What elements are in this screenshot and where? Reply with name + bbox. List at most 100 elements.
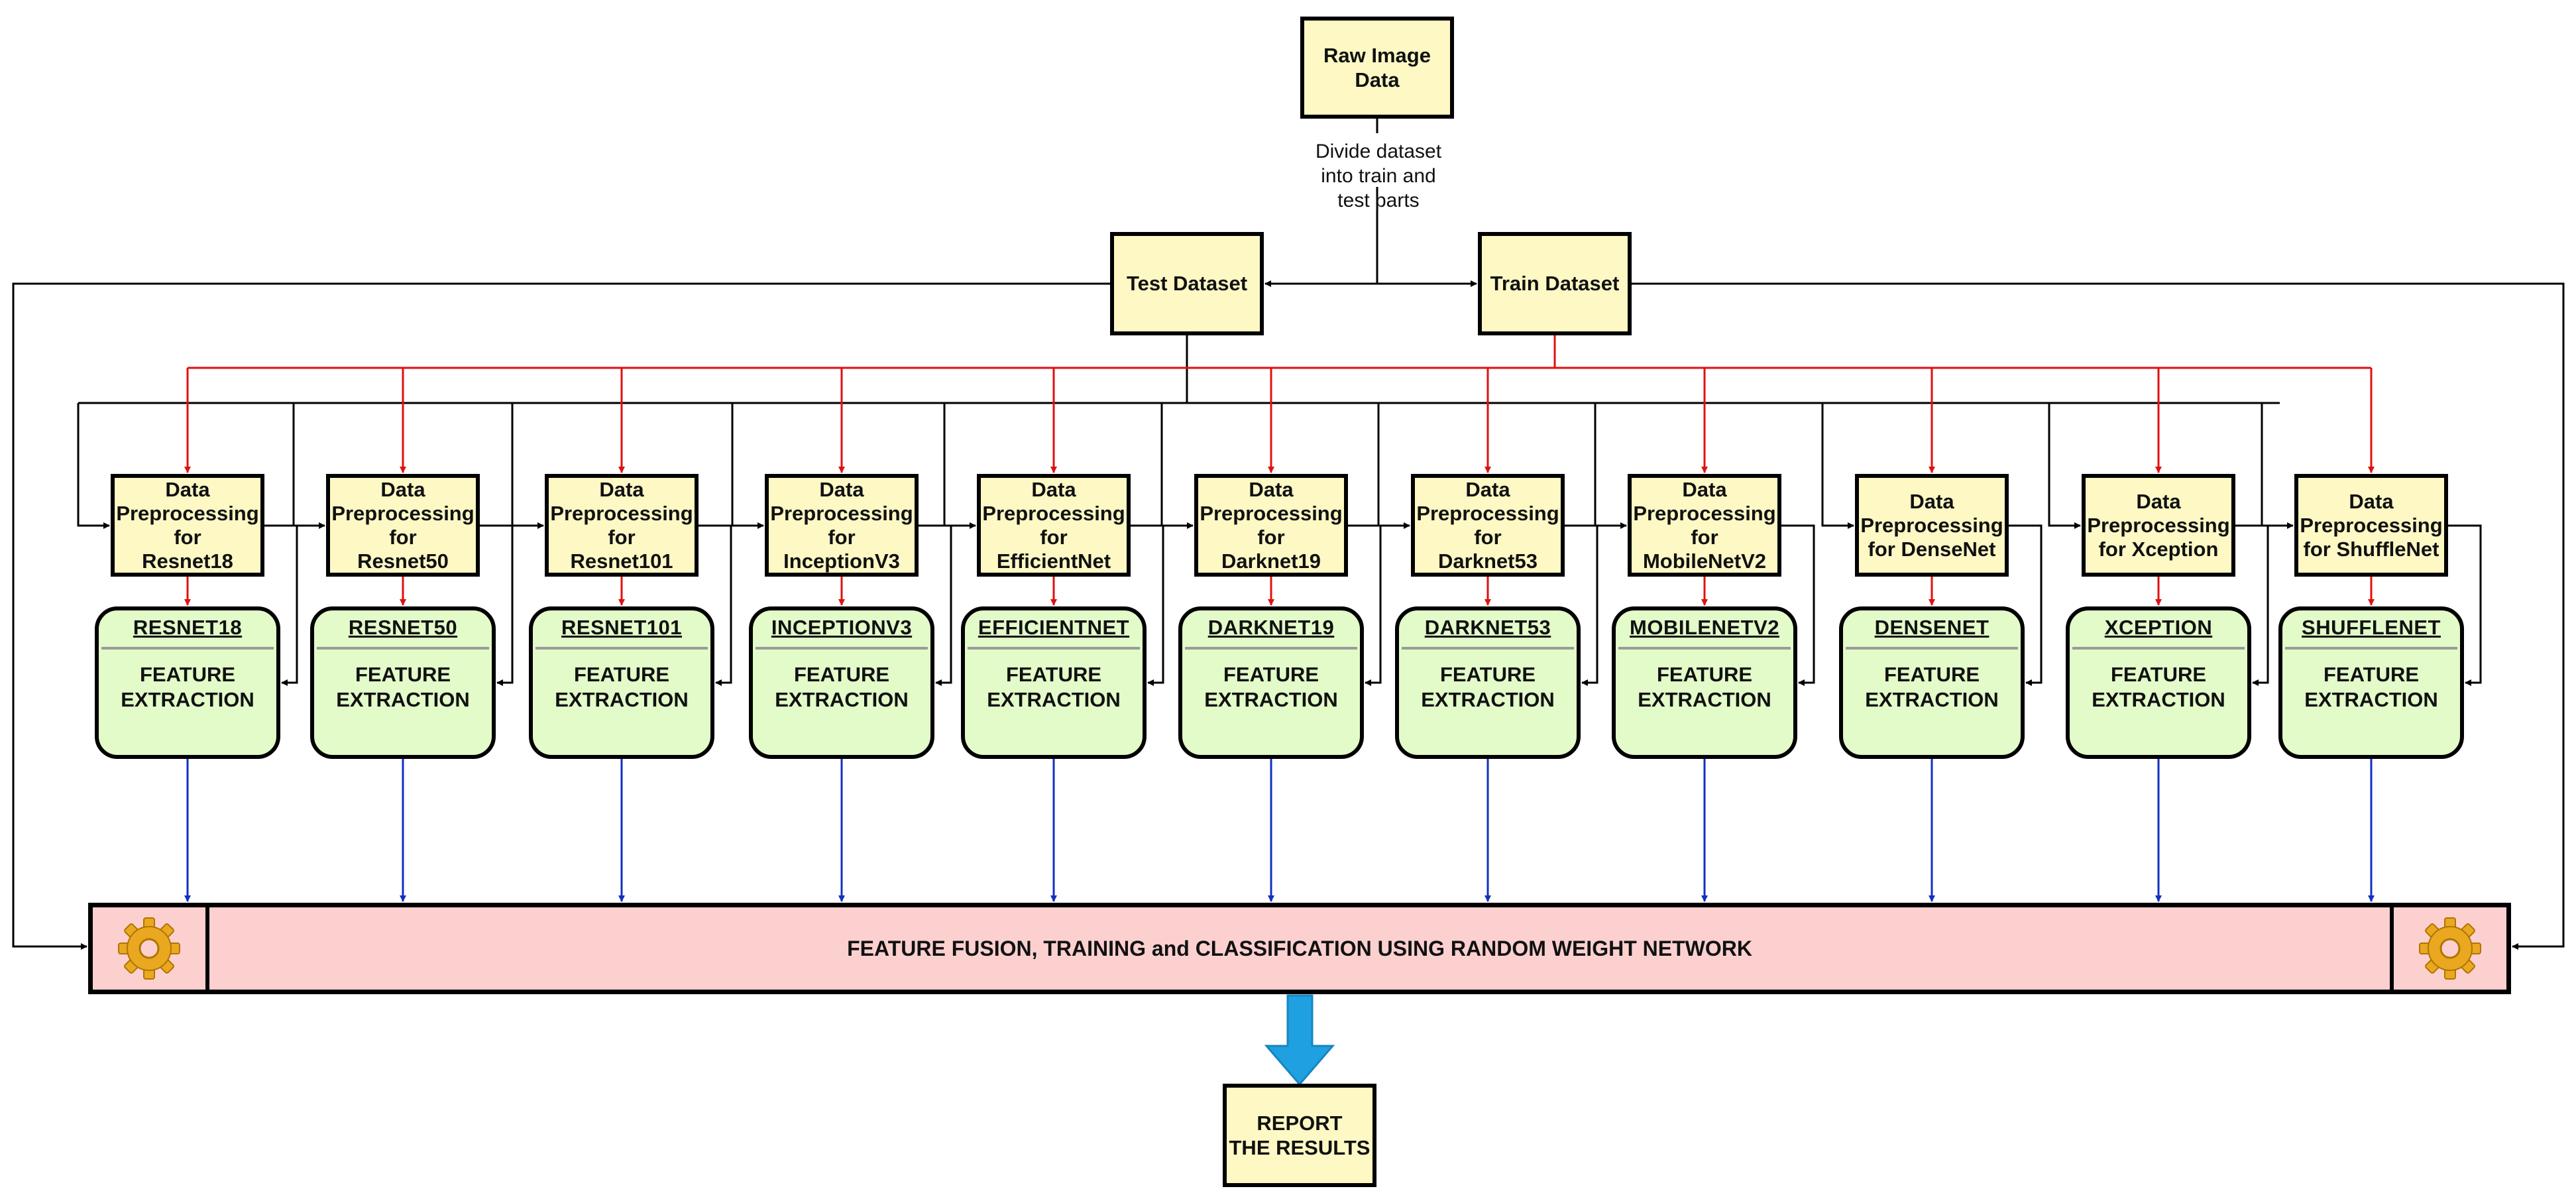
feature-extraction-label: FEATURE EXTRACTION [336,663,470,711]
preprocessing-box-xception: Data Preprocessing for Xception [2082,474,2235,577]
divide-dataset-label: Divide dataset into train and test parts [1315,141,1442,211]
test-to-feature-xception [2235,524,2269,686]
model-name: INCEPTIONV3 [771,616,913,639]
model-divider [101,647,274,650]
gear-cell-left [93,907,209,990]
model-divider [535,647,708,650]
model-divider [2072,647,2245,650]
test-to-fusion-arrow [12,282,1110,950]
feature-fusion-box: FEATURE FUSION, TRAINING and CLASSIFICAT… [88,903,2511,994]
test-to-feature-densenet [2009,524,2043,686]
feature-extraction-box-densenet: DENSENET FEATURE EXTRACTION [1839,606,2025,759]
feature-extraction-box-shufflenet: SHUFFLENET FEATURE EXTRACTION [2278,606,2464,759]
test-to-feature-darknet19 [1348,524,1382,686]
preprocessing-label: Data Preprocessing for MobileNetV2 [1633,477,1776,573]
model-name: SHUFFLENET [2302,616,2441,639]
model-divider [317,647,489,650]
preprocessing-box-darknet19: Data Preprocessing for Darknet19 [1194,474,1348,577]
feature-extraction-label: FEATURE EXTRACTION [2092,663,2225,711]
model-name: XCEPTION [2104,616,2213,639]
preprocessing-box-inceptionv3: Data Preprocessing for InceptionV3 [765,474,919,577]
test-to-preprocessing-xception [2048,403,2081,529]
preprocessing-label: Data Preprocessing for Resnet50 [331,477,475,573]
feature-extraction-box-efficientnet: EFFICIENTNET FEATURE EXTRACTION [961,606,1147,759]
test-to-feature-inceptionv3 [919,524,952,686]
preprocessing-label: Data Preprocessing for InceptionV3 [770,477,913,573]
test-to-feature-mobilenetv2 [1781,524,1815,686]
model-name: MOBILENETV2 [1630,616,1779,639]
train-dataset-lines [184,335,2375,606]
feature-extraction-label: FEATURE EXTRACTION [1865,663,1999,711]
model-divider [1846,647,2018,650]
test-to-preprocessing-darknet19 [1160,403,1194,529]
test-to-preprocessing-mobilenetv2 [1594,403,1627,529]
gear-cell-right [2390,907,2506,990]
preprocessing-box-mobilenetv2: Data Preprocessing for MobileNetV2 [1628,474,1781,577]
preprocessing-box-darknet53: Data Preprocessing for Darknet53 [1411,474,1565,577]
model-name: DENSENET [1874,616,1989,639]
gear-icon [2419,917,2481,980]
model-name: RESNET101 [561,616,682,639]
model-divider [1402,647,1574,650]
raw-image-data-box: Raw Image Data [1300,17,1454,119]
preprocessing-box-resnet50: Data Preprocessing for Resnet50 [326,474,480,577]
test-to-preprocessing-resnet18 [77,403,110,529]
down-arrow-icon [1264,994,1335,1086]
model-divider [1185,647,1357,650]
model-name: DARKNET19 [1207,616,1335,639]
preprocessing-label: Data Preprocessing for Resnet101 [550,477,693,573]
model-divider [968,647,1140,650]
preprocessing-box-resnet18: Data Preprocessing for Resnet18 [111,474,264,577]
train-dataset-box: Train Dataset [1478,232,1632,335]
train-to-fusion-arrow [1632,282,2565,950]
test-to-feature-shufflenet [2448,524,2482,686]
test-to-feature-darknet53 [1565,524,1598,686]
preprocessing-label: Data Preprocessing for Resnet18 [116,477,259,573]
feature-extraction-label: FEATURE EXTRACTION [775,663,909,711]
model-divider [1618,647,1791,650]
model-name: DARKNET53 [1424,616,1551,639]
feature-fusion-title: FEATURE FUSION, TRAINING and CLASSIFICAT… [847,936,1752,960]
test-to-feature-resnet18 [264,524,298,686]
test-to-feature-resnet50 [480,524,514,686]
test-to-feature-efficientnet [1131,524,1164,686]
feature-extraction-label: FEATURE EXTRACTION [2304,663,2438,711]
model-name: EFFICIENTNET [978,616,1130,639]
preprocessing-label: Data Preprocessing for Darknet19 [1200,477,1343,573]
feature-extraction-label: FEATURE EXTRACTION [1421,663,1555,711]
test-to-preprocessing-resnet50 [292,403,325,529]
model-divider [2285,647,2457,650]
model-name: RESNET50 [348,616,458,639]
test-to-preprocessing-inceptionv3 [731,403,764,529]
model-name: RESNET18 [133,616,243,639]
feature-extraction-label: FEATURE EXTRACTION [121,663,254,711]
feature-extraction-label: FEATURE EXTRACTION [1638,663,1771,711]
raw-image-data-label: Raw Image Data [1323,44,1431,91]
feature-extraction-label: FEATURE EXTRACTION [1204,663,1338,711]
test-to-preprocessing-resnet101 [511,403,544,529]
feature-lines [184,759,2375,902]
preprocessing-label: Data Preprocessing for ShuffleNet [2300,489,2443,561]
test-dataset-label: Test Dataset [1126,272,1248,295]
test-to-preprocessing-darknet53 [1377,403,1410,529]
preprocessing-label: Data Preprocessing for DenseNet [1860,489,2003,561]
report-arrow [1264,994,1335,1086]
test-dataset-lines [12,119,2565,950]
train-dataset-label: Train Dataset [1490,272,1620,295]
preprocessing-box-efficientnet: Data Preprocessing for EfficientNet [977,474,1131,577]
preprocessing-label: Data Preprocessing for EfficientNet [982,477,1125,573]
gear-icon [118,917,180,980]
feature-extraction-label: FEATURE EXTRACTION [555,663,689,711]
preprocessing-box-resnet101: Data Preprocessing for Resnet101 [545,474,699,577]
preprocessing-label: Data Preprocessing for Darknet53 [1416,477,1559,573]
feature-extraction-label: FEATURE EXTRACTION [987,663,1121,711]
